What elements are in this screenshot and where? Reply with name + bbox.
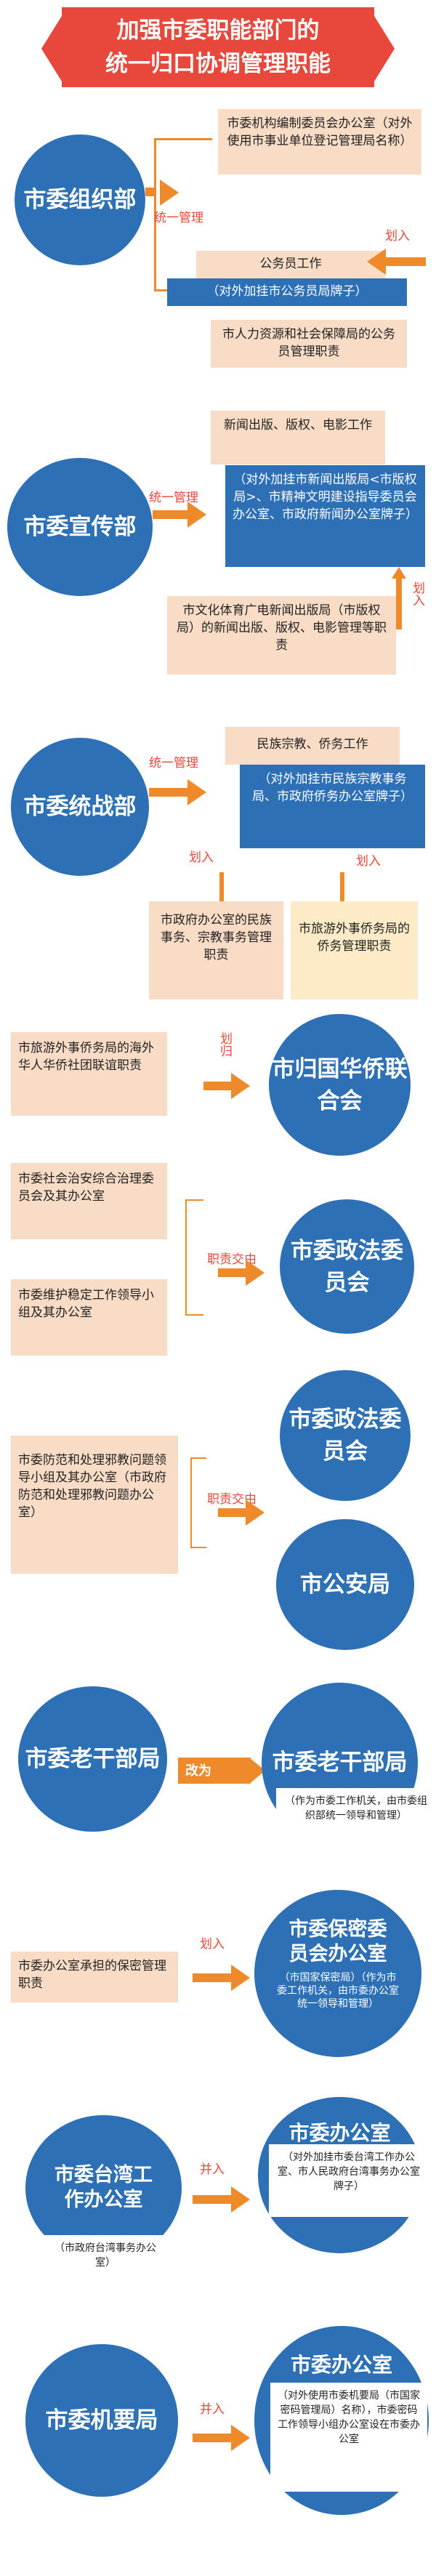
connector (154, 138, 212, 140)
circle-veteran-cadres-left-label: 市委老干部局 (25, 1746, 161, 1772)
bracket (190, 1457, 206, 1548)
label-transfer: 划入 (385, 229, 410, 243)
circle-propaganda-dept-label: 市委宣传部 (23, 514, 137, 540)
label-assign: 划归 (217, 1032, 232, 1057)
connector (203, 1082, 233, 1090)
connector (145, 188, 156, 196)
circle-political-legal-committee: 市委政法委员会 (280, 1199, 414, 1334)
circle-political-legal-committee-2: 市委政法委员会 (280, 1370, 411, 1501)
arrow-right-icon (231, 1965, 250, 1991)
label-transfer-b: 划入 (356, 854, 381, 869)
arrow-right-icon (187, 502, 206, 528)
circle-united-front-dept: 市委统战部 (11, 738, 149, 876)
arrow-right-icon (231, 1073, 250, 1099)
box-united-front-plates: （对外加挂市民族宗教事务局、市政府侨务办公室牌子） (240, 765, 425, 848)
circle-veteran-cadres-left: 市委老干部局 (18, 1686, 167, 1832)
arrow-right-icon (160, 180, 179, 206)
connector (153, 510, 189, 519)
connector (193, 2195, 233, 2204)
circle-propaganda-dept: 市委宣传部 (7, 458, 153, 596)
box-anti-cult-group: 市委防范和处理邪教问题领导小组及其办公室（市政府防范和处理邪教问题办公室） (11, 1436, 178, 1574)
party-office-note: （对外加挂市委台湾工作办公室、市人民政府台湾事务办公室牌子） (269, 2144, 429, 2217)
party-office-2-note: （对外使用市委机要局（市国家密码管理局）名称），市委密码工作领导小组办公室设在市… (270, 2383, 427, 2492)
label-hand-over: 职责交由 (207, 1492, 257, 1507)
label-unify: 统一管理 (149, 756, 198, 770)
box-propaganda-plates: （对外加挂市新闻出版局<市版权局>、市精神文明建设指导委员会办公室、市政府新闻办… (225, 465, 425, 567)
label-transfer-a: 划入 (189, 850, 214, 865)
circle-returned-overseas: 市归国华侨联合会 (269, 1014, 411, 1156)
box-civil-servant-sub: （对外加挂市公务员局牌子） (167, 278, 407, 306)
arrow-right-icon (187, 779, 206, 805)
box-secrecy-duties: 市委办公室承担的保密管理职责 (11, 1952, 178, 2003)
connector (218, 1268, 247, 1277)
circle-secrecy-office: 市委保密委员会办公室 （市国家保密局）（作为市委工作机关，由市委办公室统一领导和… (254, 1890, 421, 2057)
circle-political-legal-committee-label: 市委政法委员会 (291, 1237, 403, 1296)
circle-confidential-bureau: 市委机要局 (25, 2344, 178, 2497)
circle-public-security-bureau-label: 市公安局 (300, 1571, 390, 1598)
label-merge: 并入 (200, 2402, 225, 2417)
change-arrow (178, 1758, 251, 1784)
bracket (185, 1199, 203, 1316)
circle-secrecy-office-sub: （市国家保密局）（作为市委工作机关，由市委办公室统一领导和管理） (277, 1972, 399, 2010)
circle-veteran-cadres-right-label: 市委老干部局 (272, 1750, 408, 1776)
connector (396, 579, 402, 629)
connector (218, 1508, 247, 1517)
arrow-up-icon (392, 567, 406, 579)
arrow-right-icon (231, 2186, 250, 2213)
box-stability-group: 市委维护稳定工作领导小组及其办公室 (11, 1279, 167, 1356)
arrow-right-icon (246, 1500, 265, 1526)
label-transfer: 划入 (200, 1937, 225, 1952)
box-editorial-office: 市委机构编制委员会办公室（对外使用市事业单位登记管理局名称） (218, 109, 421, 174)
circle-returned-overseas-label: 市归国华侨联合会 (272, 1055, 408, 1114)
arrow-left-icon (367, 249, 386, 275)
box-ethnic-religious: 民族宗教、侨务工作 (225, 727, 400, 765)
circle-party-office-2-label: 市委办公室 (290, 2353, 392, 2377)
connector (193, 2434, 233, 2442)
circle-party-office-label: 市委办公室 (288, 2121, 391, 2145)
label-unify: 统一管理 (154, 211, 203, 225)
box-overseas-chinese-liaison: 市旅游外事侨务局的海外华人华侨社团联谊职责 (11, 1032, 167, 1116)
box-public-security-committee: 市委社会治安综合治理委员会及其办公室 (11, 1163, 167, 1239)
circle-taiwan-office-label: 市委台湾工作办公室 (54, 2164, 153, 2211)
circle-secrecy-office-label: 市委保密委员会办公室 (288, 1918, 387, 1965)
title-line-1: 加强市委职能部门的 (116, 17, 320, 44)
box-hr-bureau: 市人力资源和社会保障局的公务员管理职责 (211, 320, 407, 368)
label-change: 改为 (185, 1763, 211, 1779)
circle-united-front-dept-label: 市委统战部 (23, 794, 137, 820)
box-civil-servant: 公务员工作 (196, 251, 385, 278)
connector (386, 257, 426, 266)
label-hand-over: 职责交由 (207, 1252, 257, 1267)
title-line-2: 统一归口协调管理职能 (105, 51, 331, 77)
circle-political-legal-committee-2-label: 市委政法委员会 (288, 1406, 402, 1465)
circle-public-security-bureau: 市公安局 (276, 1519, 414, 1650)
connector (340, 872, 344, 901)
taiwan-office-note: （市政府台湾事务办公室） (40, 2235, 171, 2276)
circle-org-dept: 市委组织部 (15, 134, 145, 265)
connector (193, 1973, 233, 1982)
veteran-cadres-note: （作为市委工作机关，由市委组织部统一领导和管理） (276, 1788, 436, 1846)
connector (149, 788, 189, 797)
page-title: 加强市委职能部门的 统一归口协调管理职能 (41, 7, 395, 87)
label-merge: 并入 (200, 2162, 225, 2177)
label-transfer: 划入 (410, 581, 424, 606)
box-gov-office-ethnic: 市政府办公室的民族事务、宗教事务管理职责 (149, 901, 283, 999)
box-press-publication: 新闻出版、版权、电影工作 (211, 411, 385, 464)
arrow-right-icon (231, 2425, 250, 2451)
circle-confidential-bureau-label: 市委机要局 (45, 2407, 158, 2434)
box-tourism-overseas: 市旅游外事侨务局的侨务管理职责 (291, 901, 418, 999)
circle-org-dept-label: 市委组织部 (23, 187, 137, 213)
box-culture-bureau: 市文化体育广电新闻出版局（市版权局）的新闻出版、版权、电影管理等职责 (167, 596, 396, 675)
connector (219, 872, 224, 901)
arrow-right-icon (246, 1260, 265, 1286)
label-unify: 统一管理 (149, 491, 198, 505)
connector (154, 138, 156, 291)
arrow-right-icon (249, 1758, 265, 1784)
